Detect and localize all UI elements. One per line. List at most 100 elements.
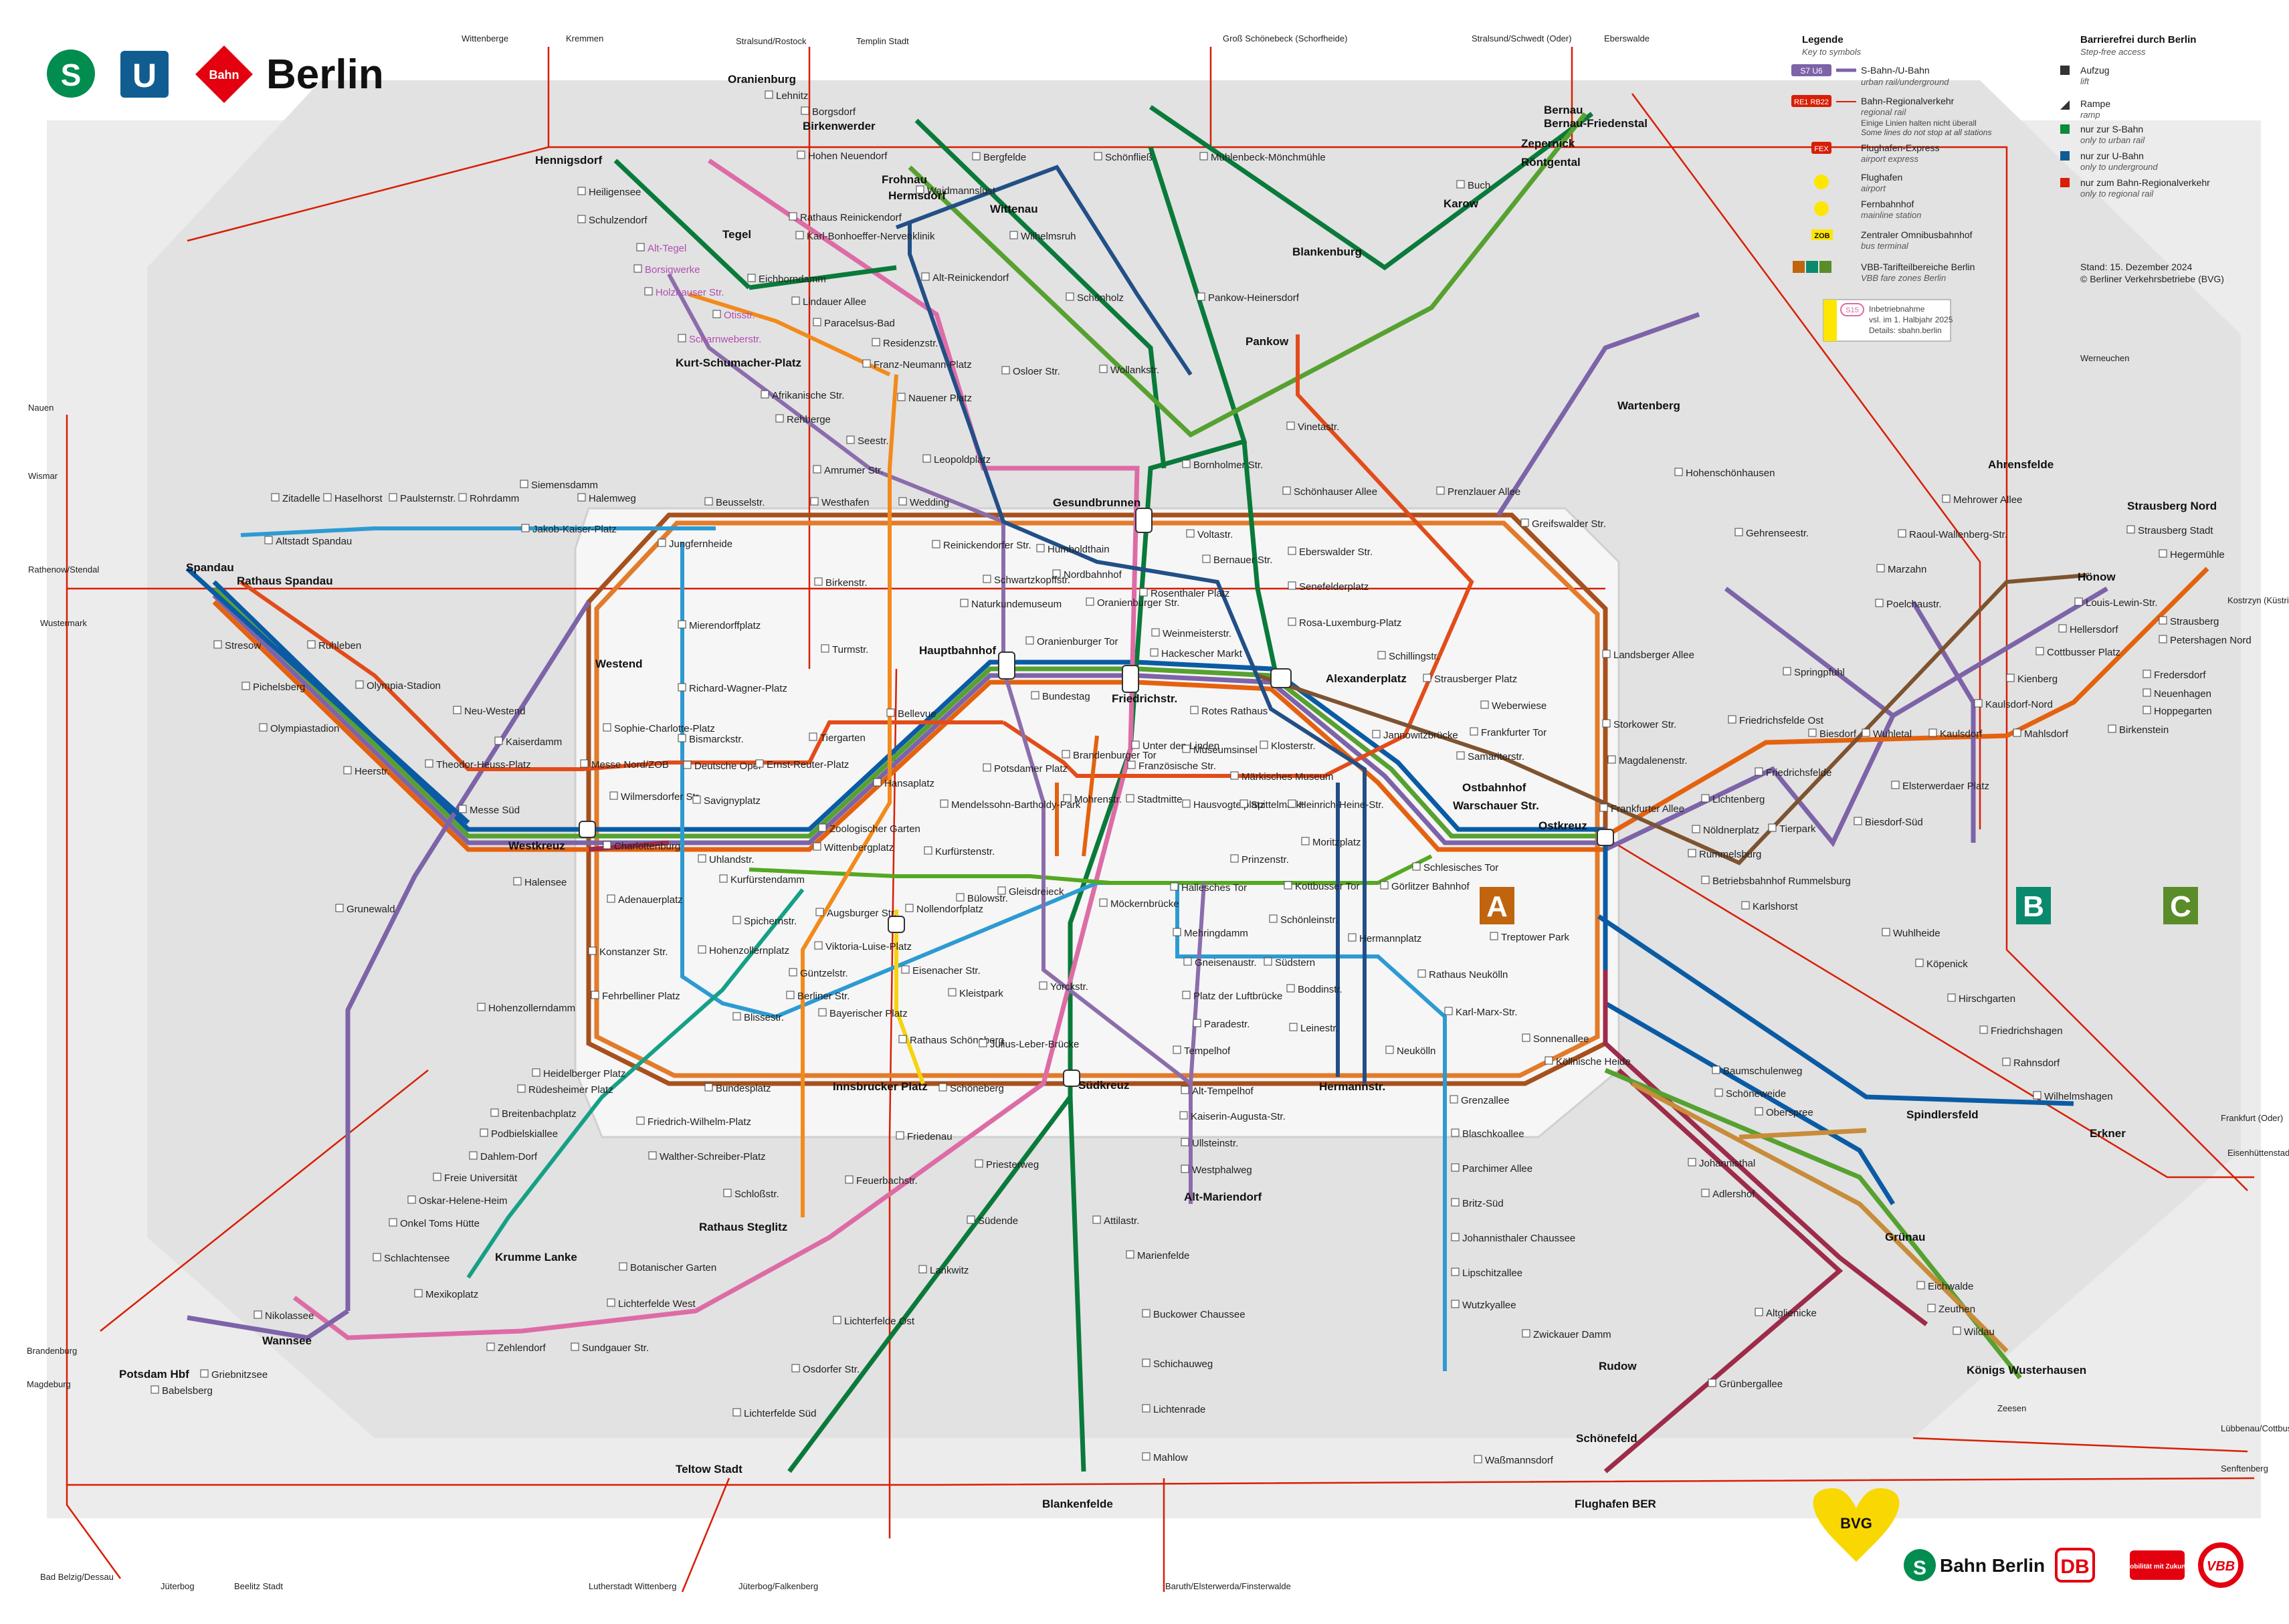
lift-icon <box>1953 1326 1961 1335</box>
legend-label-en: mainline station <box>1861 210 1921 220</box>
station-label: Yorckstr. <box>1050 981 1088 993</box>
lift-icon <box>1288 617 1296 626</box>
station-label: Rathaus Reinickendorf <box>800 212 902 223</box>
station-label: Brandenburger Tor <box>1073 750 1157 761</box>
station-label: Blaschkoallee <box>1462 1128 1524 1140</box>
outer-destination-label: Templin Stadt <box>856 36 909 46</box>
station-label: Karlshorst <box>1753 901 1798 912</box>
station-label: Betriebsbahnhof Rummelsburg <box>1712 876 1851 887</box>
lift-icon <box>1674 468 1683 476</box>
interchange-suedkreuz <box>1063 1070 1080 1087</box>
interchange-alexanderplatz <box>1270 668 1292 688</box>
legend-label: Fernbahnhof <box>1861 199 1914 209</box>
lift-icon <box>1284 881 1292 890</box>
lift-icon <box>1062 750 1070 758</box>
access-label-en: lift <box>2080 76 2090 86</box>
lift-icon <box>1150 648 1159 657</box>
lift-icon <box>1916 1281 1925 1290</box>
legend-label: VBB-Tarifteilbereiche Berlin <box>1861 262 1975 272</box>
lift-icon <box>972 152 981 161</box>
station-label: Unter den Linden <box>1142 740 1219 752</box>
lift-icon <box>765 90 773 99</box>
lift-icon <box>905 904 914 912</box>
access-label-en: only to regional rail <box>2080 189 2154 199</box>
station-label: Cottbusser Platz <box>2047 647 2120 658</box>
station-label-major: Westkreuz <box>508 839 565 852</box>
lift-icon <box>1092 1215 1101 1224</box>
lift-icon <box>775 414 784 423</box>
regional-line-outer-north <box>187 146 2248 1191</box>
station-label: Zoologischer Garten <box>829 823 920 835</box>
brand-header: S U Bahn Berlin <box>47 45 384 103</box>
lift-icon <box>846 435 855 444</box>
station-label: Rüdesheimer Platz <box>528 1084 613 1096</box>
lift-icon <box>2159 549 2167 558</box>
lift-icon <box>636 1116 645 1125</box>
line-s25-north <box>613 159 751 290</box>
lift-icon <box>1348 933 1357 942</box>
station-label: Nauener Platz <box>908 393 972 404</box>
legend-item-mainline: Fernbahnhof mainline station <box>1814 199 1921 220</box>
outer-destination-label: Lutherstadt Wittenberg <box>589 1581 677 1591</box>
station-label: Platz der Luftbrücke <box>1193 991 1282 1002</box>
station-label: Rosa-Luxemburg-Platz <box>1299 617 1401 629</box>
lift-icon <box>1282 486 1291 495</box>
station-label: Mendelssohn-Bartholdy-Park <box>951 799 1081 811</box>
lift-icon <box>1179 1111 1188 1120</box>
lift-icon <box>1063 794 1072 803</box>
lift-icon <box>1127 760 1136 769</box>
lift-icon <box>517 1084 526 1093</box>
station-label-major: Flughafen BER <box>1575 1498 1656 1510</box>
bvg-heart-logo <box>1813 1488 1900 1562</box>
station-label: Dahlem-Dorf <box>480 1151 538 1162</box>
outer-destination-label: Eberswalde <box>1604 33 1650 43</box>
ring-outline <box>574 507 1620 1138</box>
lift-icon <box>1173 1045 1181 1054</box>
station-label: Franz-Neumann-Platz <box>874 359 972 371</box>
station-label: Fredersdorf <box>2154 670 2206 681</box>
station-label: Waidmannslust <box>927 185 996 197</box>
lift-icon <box>2033 1091 2042 1100</box>
lift-icon <box>1025 636 1034 645</box>
station-label: Strausberg <box>2170 616 2219 627</box>
lift-icon <box>898 1035 907 1043</box>
station-label-major: Birkenwerder <box>803 120 876 132</box>
station-label: Halensee <box>524 877 567 888</box>
station-label: Wedding <box>910 497 949 508</box>
lift-icon <box>1688 1158 1696 1166</box>
zone-c-marker <box>2163 887 2198 924</box>
station-label: Oberspree <box>1766 1107 1813 1118</box>
lift-icon <box>1712 1065 1720 1074</box>
regional-line-west <box>66 415 122 1579</box>
station-label: Bornholmer Str. <box>1193 460 1263 471</box>
lift-icon <box>1126 1250 1134 1259</box>
station-label: Wilhelmshagen <box>2044 1091 2113 1102</box>
interchange-nollendorfplatz <box>888 916 905 933</box>
station-label: Seestr. <box>858 435 889 447</box>
station-label: Kienberg <box>2017 674 2058 685</box>
access-label-en: only to urban rail <box>2080 135 2145 145</box>
legend-title-en: Key to symbols <box>1802 47 1862 57</box>
legend-item-zob: ZOB Zentraler Omnibusbahnhof bus termina… <box>1811 229 1973 251</box>
lift-icon <box>271 493 280 502</box>
lift-icon <box>1230 854 1239 863</box>
mobility-logo-text: Mobilität mit Zukunft <box>2124 1563 2191 1570</box>
line-s75 <box>1724 587 1895 718</box>
vbb-logo-icon <box>2198 1542 2244 1588</box>
outer-destination-label: Stralsund/Rostock <box>736 36 807 46</box>
copyright: © Berliner Verkehrsbetriebe (BVG) <box>2080 274 2224 284</box>
regional-rail-lines <box>66 47 2255 1593</box>
u-bahn-logo-icon <box>120 51 169 98</box>
lift-icon <box>407 1195 416 1204</box>
lift-icon <box>956 893 965 902</box>
lift-icon <box>789 968 797 977</box>
station-label: Buckower Chaussee <box>1153 1309 1246 1320</box>
lift-icon <box>924 846 932 855</box>
station-label: Jannowitzbrücke <box>1383 730 1458 741</box>
lift-icon <box>433 1173 441 1181</box>
station-label: Oranienburger Str. <box>1097 597 1179 609</box>
station-label-major: Frohnau <box>882 173 927 186</box>
station-label: Hallesches Tor <box>1181 882 1247 894</box>
station-label: Storkower Str. <box>1613 719 1676 730</box>
lift-icon <box>1289 1023 1298 1031</box>
